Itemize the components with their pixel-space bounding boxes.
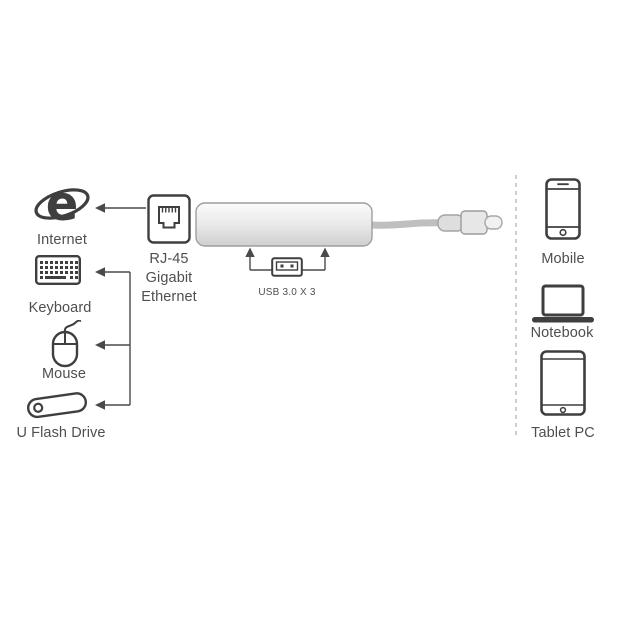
tablet-label: Tablet PC (531, 425, 595, 441)
usb-c-cable (366, 219, 448, 229)
mobile-label: Mobile (541, 251, 585, 267)
arrowheads (95, 203, 330, 410)
usb-hub-device (195, 202, 503, 247)
flash-drive-icon (27, 392, 88, 419)
mouse-icon (51, 320, 82, 368)
usb-c-plug-tip (484, 215, 503, 230)
usb-ports-label: USB 3.0 X 3 (258, 287, 316, 298)
rj45-port-icon (147, 194, 191, 244)
internet-icon: e (34, 182, 90, 230)
internet-label: Internet (37, 232, 87, 248)
svg-text:e: e (46, 182, 79, 230)
usb-a-port-icon (271, 257, 303, 277)
notebook-icon (532, 284, 594, 323)
keyboard-icon (35, 255, 81, 285)
tablet-icon (540, 350, 586, 416)
rj45-label: RJ-45 Gigabit Ethernet (124, 250, 214, 307)
plug-neck (437, 214, 465, 232)
rj45-label-line1: RJ-45 (149, 251, 189, 267)
flash-drive-label: U Flash Drive (16, 425, 106, 441)
notebook-label: Notebook (530, 325, 594, 341)
keyboard-label: Keyboard (28, 300, 92, 316)
connector-lines (104, 207, 326, 406)
rj45-label-line3: Ethernet (141, 288, 197, 305)
usb-c-plug (460, 210, 488, 235)
mobile-phone-icon (545, 178, 581, 240)
hub-body (195, 202, 373, 247)
rj45-label-line2: Gigabit (145, 269, 193, 286)
mouse-label: Mouse (41, 366, 87, 382)
